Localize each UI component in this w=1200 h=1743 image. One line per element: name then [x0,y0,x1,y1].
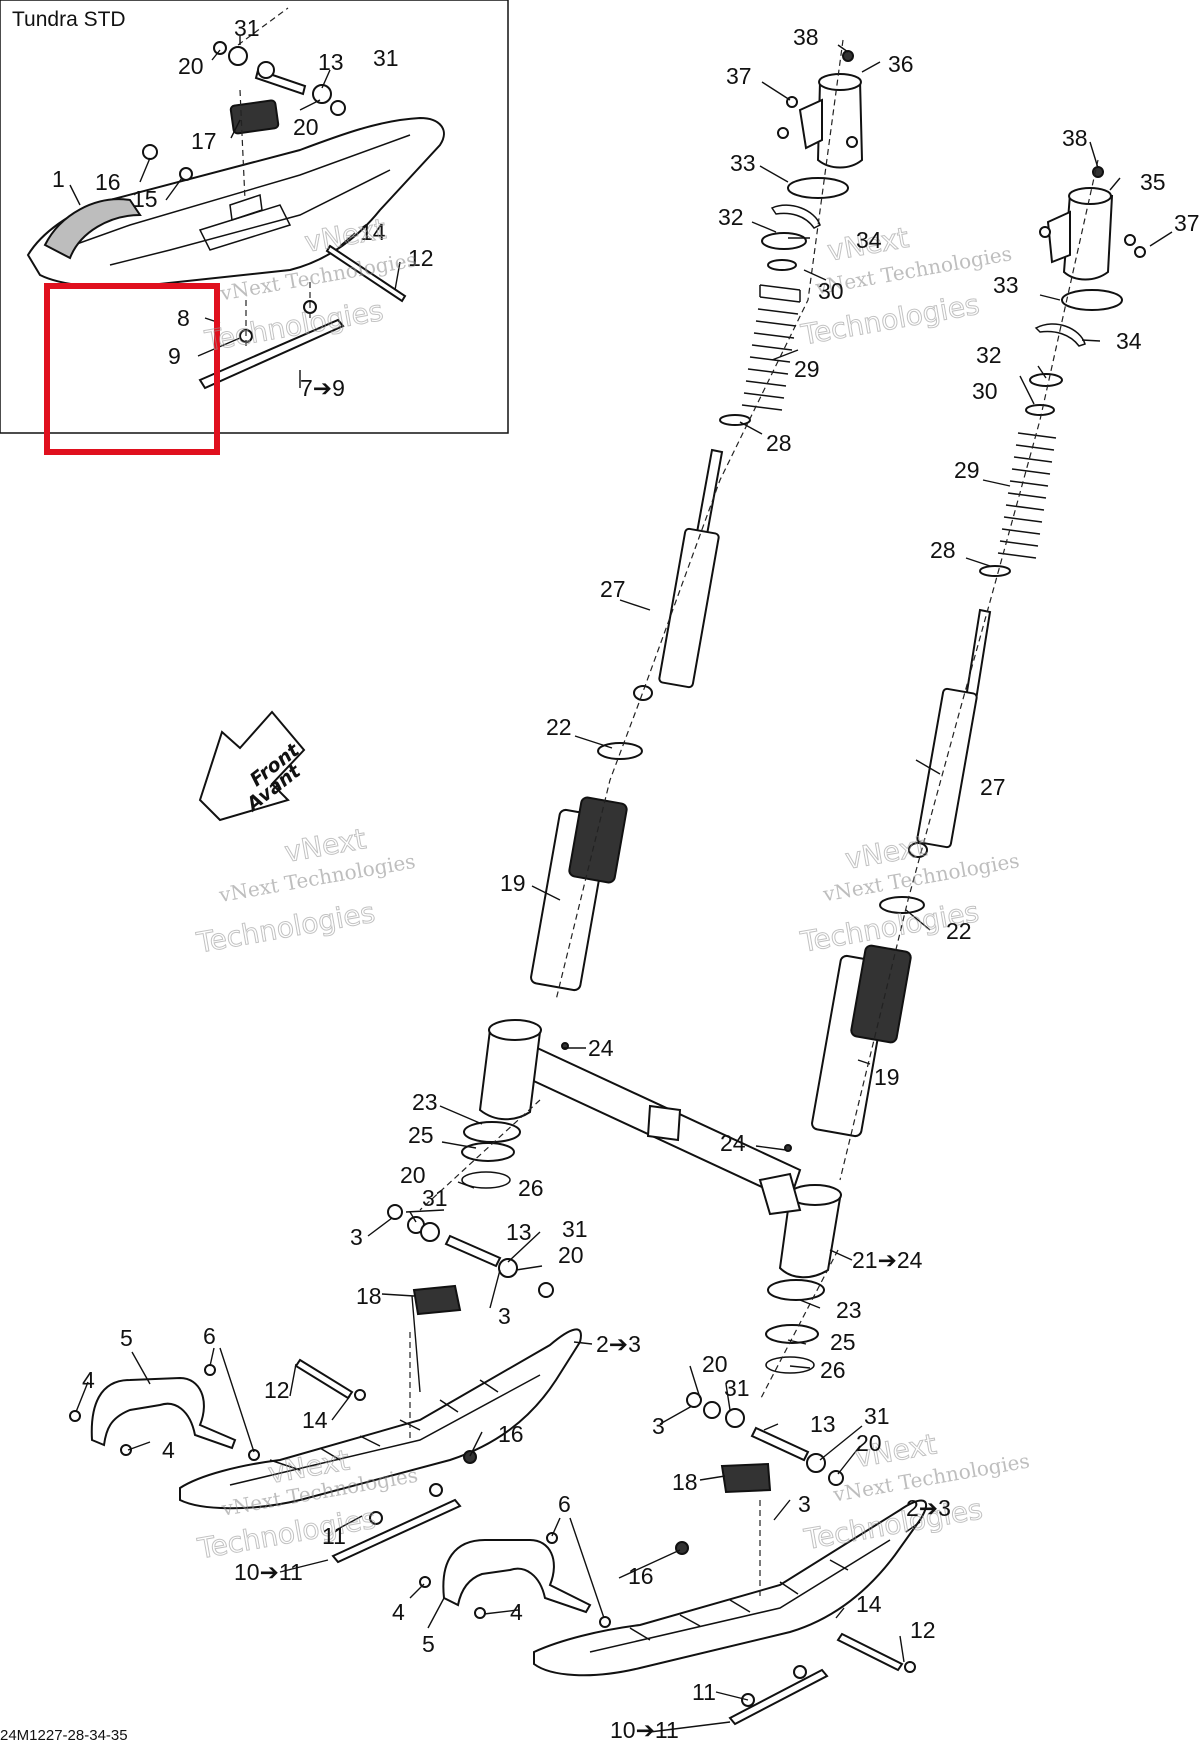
callout-32: 32 [976,342,1002,368]
right-ski-assembly [419,1249,927,1726]
callout-4: 4 [162,1437,175,1463]
callout-11: 11 [322,1523,346,1549]
callout-36: 36 [888,51,914,77]
callout-labels: 38 37 36 33 32 34 30 29 28 27 38 35 37 3… [0,24,1200,1743]
callout-34: 34 [1116,328,1142,354]
callout-38: 38 [1062,125,1088,151]
inset-ski [26,99,445,288]
left-shock-assembly [530,39,864,1001]
callout-20: 20 [856,1430,882,1456]
callout-13: 13 [810,1411,836,1437]
front-crossbar [478,1019,842,1279]
highlight-box [44,283,220,455]
callout-24: 24 [588,1035,614,1061]
inset-panel: Tundra STD [0,0,509,455]
callout-31: 31 [422,1185,448,1211]
callout-31: 31 [864,1403,890,1429]
callout-11: 11 [692,1679,716,1705]
callout-8: 8 [177,305,190,331]
front-direction-arrow: Front Avant [198,710,305,822]
callout-38: 38 [793,24,819,50]
callout-20: 20 [293,114,319,140]
callout-31: 31 [724,1375,750,1401]
callout-19: 19 [874,1064,900,1090]
callout-22: 22 [546,714,572,740]
callout-13: 13 [318,49,344,75]
callout-12: 12 [408,245,434,271]
callout-4: 4 [510,1599,523,1625]
callout-5: 5 [422,1631,435,1657]
callout-31: 31 [562,1216,588,1242]
callout-6: 6 [203,1323,216,1349]
callout-35: 35 [1140,169,1166,195]
callout-13: 13 [506,1219,532,1245]
callout-15: 15 [132,186,158,212]
callout-34: 34 [856,227,882,253]
callout-18: 18 [356,1283,382,1309]
right-shock-assembly [811,159,1146,1181]
callout-2-to-3: 2➔3 [596,1331,641,1357]
callout-2-to-3: 2➔3 [906,1495,951,1521]
callout-4: 4 [82,1367,95,1393]
callout-27: 27 [600,576,626,602]
callout-19: 19 [500,870,526,896]
drawing-id: 24M1227-28-34-35 [0,1727,128,1743]
callout-33: 33 [730,150,756,176]
callout-30: 30 [818,278,844,304]
inset-hardware [142,41,407,390]
callout-26: 26 [518,1175,544,1201]
callout-7-to-9: 7➔9 [300,375,345,401]
callout-3: 3 [652,1413,665,1439]
callout-33: 33 [993,272,1019,298]
callout-14: 14 [856,1591,882,1617]
leader-lines [75,44,1173,1733]
callout-3: 3 [498,1303,511,1329]
callout-23: 23 [412,1089,438,1115]
callout-25: 25 [408,1122,434,1148]
callout-20: 20 [400,1162,426,1188]
callout-26: 26 [820,1357,846,1383]
callout-23: 23 [836,1297,862,1323]
callout-28: 28 [930,537,956,563]
callout-21-to-24: 21➔24 [852,1247,923,1273]
callout-20: 20 [178,53,204,79]
callout-20: 20 [702,1351,728,1377]
callout-22: 22 [946,918,972,944]
callout-6: 6 [558,1491,571,1517]
callout-31: 31 [234,15,260,41]
callout-3: 3 [350,1224,363,1250]
callout-14: 14 [302,1407,328,1433]
callout-3: 3 [798,1491,811,1517]
callout-32: 32 [718,204,744,230]
callout-37: 37 [1174,210,1200,236]
callout-25: 25 [830,1329,856,1355]
callout-18: 18 [672,1469,698,1495]
callout-29: 29 [954,457,980,483]
callout-10-to-11: 10➔11 [234,1559,303,1585]
callout-5: 5 [120,1325,133,1351]
inset-title: Tundra STD [12,8,126,31]
callout-27: 27 [980,774,1006,800]
callout-28: 28 [766,430,792,456]
callout-1: 1 [52,166,65,192]
callout-12: 12 [910,1617,936,1643]
callout-16: 16 [498,1421,524,1447]
callout-14: 14 [360,219,386,245]
callout-16: 16 [628,1563,654,1589]
callout-37: 37 [726,63,752,89]
callout-31: 31 [373,45,399,71]
callout-9: 9 [168,343,181,369]
callout-24: 24 [720,1130,746,1156]
callout-10-to-11: 10➔11 [610,1717,679,1743]
callout-16: 16 [95,169,121,195]
callout-17: 17 [191,128,217,154]
callout-30: 30 [972,378,998,404]
callout-20: 20 [558,1242,584,1268]
callout-29: 29 [794,356,820,382]
callout-12: 12 [264,1377,290,1403]
callout-4: 4 [392,1599,405,1625]
